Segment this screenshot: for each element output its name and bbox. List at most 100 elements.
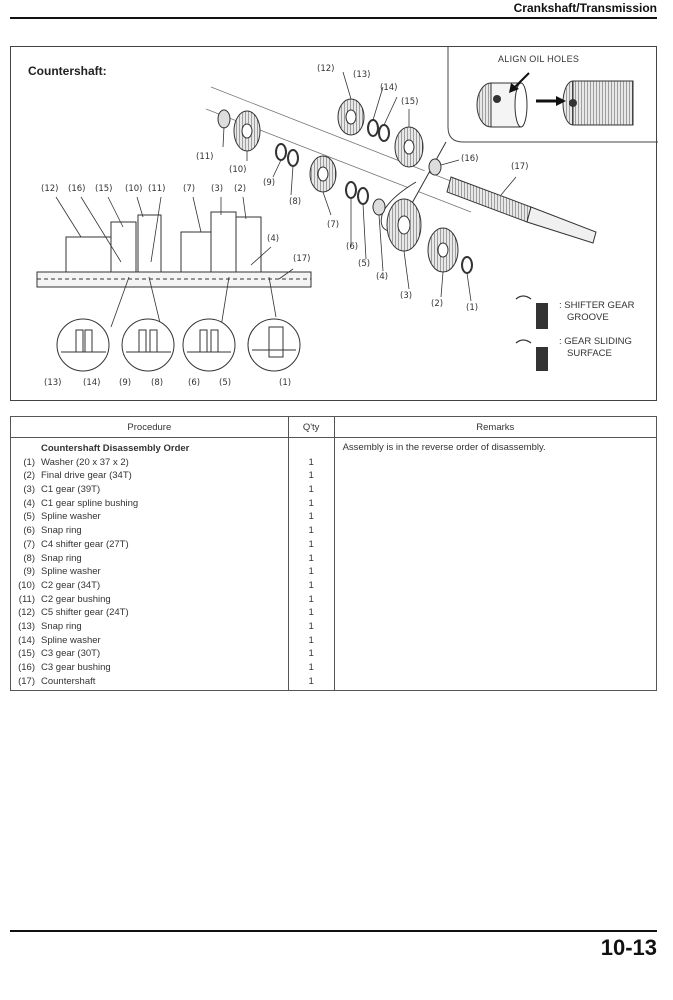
assembly-callout: (16) bbox=[68, 184, 86, 194]
table-row: (15)C3 gear (30T) bbox=[11, 647, 284, 661]
table-row: (13) Snap ring bbox=[11, 620, 284, 634]
table-row: (12)C5 shifter gear (24T) bbox=[11, 606, 284, 620]
header-qty: Q'ty bbox=[287, 416, 335, 438]
step-qty: 1 bbox=[308, 484, 314, 496]
step-part-name: Snap ring bbox=[41, 525, 82, 537]
callout-3: (3) bbox=[400, 291, 413, 301]
shifter-gear-groove-oil-can-icon bbox=[515, 295, 548, 329]
step-qty: 1 bbox=[308, 634, 314, 646]
table-row: (11)C2 gear bushing bbox=[11, 593, 284, 607]
step-part-name: Snap ring bbox=[41, 620, 82, 632]
assembly-callout-4: (4) bbox=[267, 234, 280, 244]
assembly-callout: (10) bbox=[125, 184, 143, 194]
step-qty: 1 bbox=[308, 607, 314, 619]
callout-16: (16) bbox=[461, 154, 479, 164]
callout-7: (7) bbox=[327, 220, 340, 230]
step-number: (7) bbox=[23, 538, 35, 550]
detail-callout: (1) bbox=[279, 378, 292, 388]
step-part-name: C2 gear bushing bbox=[41, 593, 111, 605]
table-row: (10)C2 gear (34T) bbox=[11, 579, 284, 593]
step-qty: 1 bbox=[308, 593, 314, 605]
step-part-name: C3 gear bushing bbox=[41, 662, 111, 673]
assembly-callout-17: (17) bbox=[293, 254, 311, 264]
step-number: (12) bbox=[18, 607, 35, 619]
step-part-name: Spline washer bbox=[41, 566, 101, 578]
header-rule bbox=[10, 17, 657, 19]
step-qty: 1 bbox=[308, 620, 314, 632]
step-list: (1) Washer (20 x 37 x 2) (2) Final drive ge… bbox=[11, 456, 284, 689]
exploded-parts bbox=[217, 98, 597, 274]
step-qty: 1 bbox=[308, 662, 314, 673]
table-row: (17) Countershaft bbox=[11, 675, 284, 689]
step-qty: 1 bbox=[308, 648, 314, 660]
step-part-name: C1 gear (39T) bbox=[41, 484, 101, 496]
callout-9: (9) bbox=[263, 178, 276, 188]
legend-shifter-gear-groove: : SHIFTER GEAR GROOVE bbox=[559, 300, 635, 323]
step-qty: 1 bbox=[308, 511, 314, 523]
table-row: (4) C1 gear spline bushing bbox=[11, 497, 284, 511]
step-part-name: Washer (20 x 37 x 2) bbox=[41, 456, 129, 468]
table-row: (2) Final drive gear (34T) bbox=[11, 469, 284, 483]
table-header-row: Procedure Q'ty Remarks bbox=[10, 416, 658, 438]
step-number: (15) bbox=[18, 648, 35, 660]
assembly-callout: (3) bbox=[211, 184, 224, 194]
table-row: (9)Spline washer bbox=[11, 565, 284, 579]
step-number: (5) bbox=[23, 511, 35, 523]
detail-callout: (9) bbox=[119, 378, 132, 388]
table-row: (7) C4 shifter gear (27T) bbox=[11, 538, 284, 552]
step-number: (8) bbox=[23, 552, 35, 564]
detail-circles bbox=[56, 318, 301, 372]
assembly-callout: (7) bbox=[183, 184, 196, 194]
page-number: 10-13 bbox=[600, 935, 657, 960]
countershaft-figure: Countershaft: ALIGN OIL HOLES (12) (13) … bbox=[10, 46, 658, 401]
disassembly-table: Procedure Q'ty Remarks Countershaft Disa… bbox=[10, 416, 658, 691]
gear-sliding-surface-oil-can-icon bbox=[515, 339, 548, 371]
footer-rule bbox=[10, 930, 657, 932]
step-part-name: Countershaft bbox=[41, 675, 96, 687]
step-qty: 1 bbox=[308, 552, 314, 564]
countershaft-illustration bbox=[36, 47, 658, 372]
step-number: (14) bbox=[18, 634, 35, 646]
table-row: (5)Spline washer bbox=[11, 510, 284, 524]
step-number: (4) bbox=[23, 497, 35, 509]
step-qty: 1 bbox=[308, 566, 314, 578]
table-row: (1) Washer (20 x 37 x 2) bbox=[11, 456, 284, 470]
step-number: (1) bbox=[23, 456, 35, 468]
remarks-text: Assembly is in the reverse order of disa… bbox=[342, 442, 546, 453]
step-qty: 1 bbox=[308, 675, 314, 687]
step-number: (13) bbox=[18, 620, 35, 632]
detail-callout: (6) bbox=[188, 378, 201, 388]
step-number: (6) bbox=[23, 525, 35, 537]
section-heading: Countershaft Disassembly Order bbox=[41, 443, 190, 454]
callout-4: (4) bbox=[376, 272, 389, 282]
procedure-column: Countershaft Disassembly Order (1) Washer… bbox=[10, 437, 289, 691]
assembly-callout: (12) bbox=[41, 184, 59, 194]
header-procedure: Procedure bbox=[10, 416, 289, 438]
step-part-name: Spline washer bbox=[41, 634, 101, 646]
inset-detail bbox=[447, 47, 658, 143]
step-number: (17) bbox=[18, 675, 35, 687]
table-body-row: Countershaft Disassembly Order (1) Washer… bbox=[10, 437, 658, 691]
callout-13: (13) bbox=[353, 70, 371, 80]
callout-5: (5) bbox=[358, 259, 371, 269]
step-part-name: C4 shifter gear (27T) bbox=[41, 538, 129, 550]
remarks-column: Assembly is in the reverse order of disa… bbox=[334, 437, 658, 691]
figure-title: Countershaft: bbox=[28, 64, 107, 78]
callout-15: (15) bbox=[401, 97, 419, 107]
step-qty: 1 bbox=[308, 525, 314, 537]
detail-callout: (14) bbox=[83, 378, 101, 388]
section-title: Crankshaft/Transmission bbox=[513, 1, 657, 15]
step-number: (3) bbox=[23, 484, 35, 496]
step-qty: 1 bbox=[308, 538, 314, 550]
table-row: (6) Snap ring bbox=[11, 524, 284, 538]
assembly-callout: (15) bbox=[95, 184, 113, 194]
table-row: (14) Spline washer bbox=[11, 634, 284, 648]
callout-6: (6) bbox=[346, 242, 359, 252]
step-number: (10) bbox=[18, 579, 35, 591]
step-part-name: C1 gear spline bushing bbox=[41, 497, 139, 509]
step-part-name: Final drive gear (34T) bbox=[41, 470, 132, 482]
step-number: (2) bbox=[23, 470, 35, 482]
detail-callout: (8) bbox=[151, 378, 164, 388]
